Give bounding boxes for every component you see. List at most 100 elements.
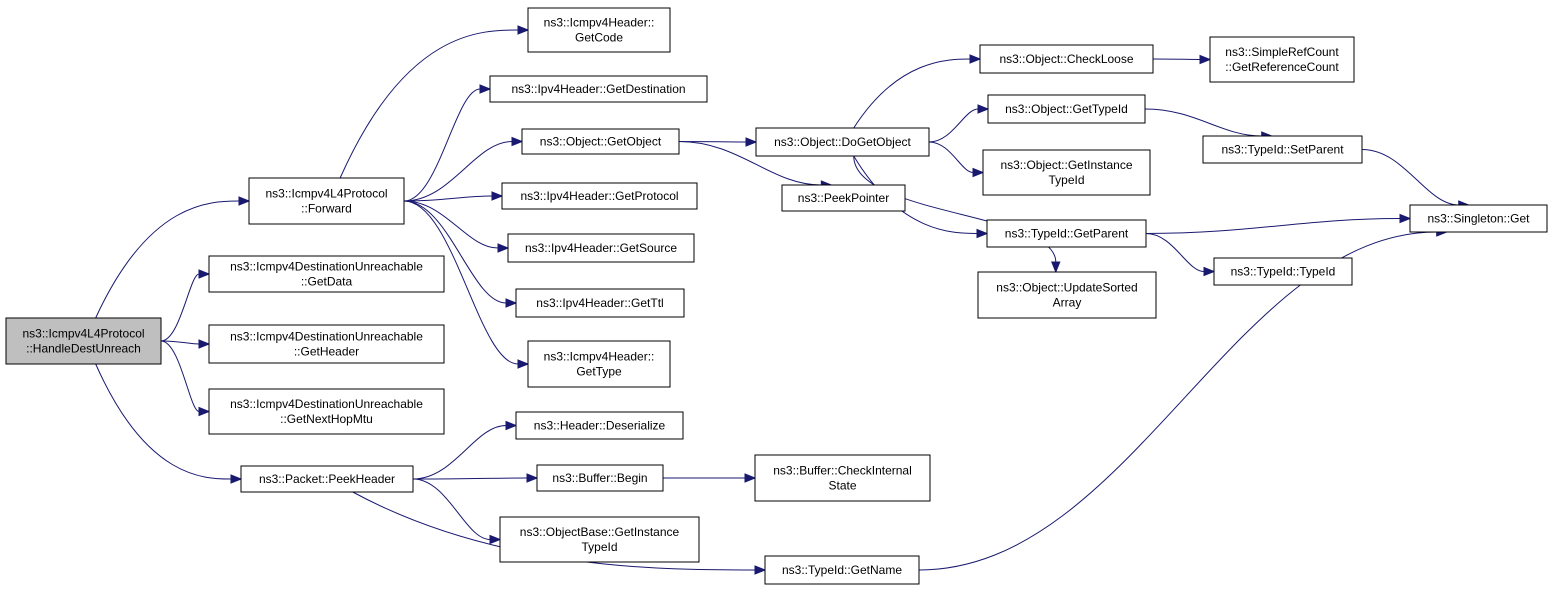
edge-objgettypeid-to-setparent	[1144, 108, 1274, 141]
node-label: ns3::PeekPointer	[798, 191, 889, 205]
node-box[interactable]	[977, 271, 1157, 319]
arrowhead-icon	[744, 473, 757, 483]
node-label: State	[828, 479, 856, 493]
edge-line	[160, 340, 200, 412]
node-gettype[interactable]: ns3::Icmpv4Header::GetType	[527, 340, 671, 388]
node-objgettypeid[interactable]: ns3::Object::GetTypeId	[987, 94, 1146, 124]
node-box[interactable]	[527, 340, 671, 388]
node-label: ::HandleDestUnreach	[26, 342, 141, 356]
node-box[interactable]	[1409, 204, 1548, 233]
edge-line	[403, 88, 481, 202]
edge-handle-to-forward	[95, 196, 251, 319]
node-box[interactable]	[754, 454, 931, 502]
node-box[interactable]	[507, 233, 695, 263]
node-label: Array	[1053, 296, 1082, 310]
edge-line	[403, 200, 507, 304]
arrowhead-icon	[489, 534, 502, 545]
node-getdata[interactable]: ns3::Icmpv4DestinationUnreachable::GetDa…	[208, 255, 445, 293]
edge-line	[412, 477, 528, 480]
arrowhead-icon	[505, 298, 518, 308]
edge-dogetobject-to-objgettypeid	[928, 104, 990, 143]
node-box[interactable]	[1209, 36, 1355, 83]
edge-line	[918, 231, 1437, 571]
node-peekpointer[interactable]: ns3::PeekPointer	[781, 184, 906, 212]
arrowhead-icon	[745, 137, 758, 147]
arrowhead-icon	[479, 84, 492, 94]
node-begin[interactable]: ns3::Buffer::Begin	[536, 464, 664, 492]
node-box[interactable]	[248, 177, 405, 225]
arrowhead-icon	[1051, 261, 1061, 274]
node-getparent[interactable]: ns3::TypeId::GetParent	[986, 219, 1147, 248]
node-box[interactable]	[521, 128, 680, 155]
node-box[interactable]	[764, 555, 920, 585]
node-setparent[interactable]: ns3::TypeId::SetParent	[1202, 135, 1363, 164]
node-getprotocol[interactable]: ns3::Ipv4Header::GetProtocol	[501, 182, 698, 210]
edge-line	[928, 108, 979, 143]
node-box[interactable]	[982, 149, 1151, 196]
node-label: ns3::Object::UpdateSorted	[996, 281, 1137, 295]
arrowhead-icon	[491, 191, 504, 201]
node-singletonget[interactable]: ns3::Singleton::Get	[1409, 204, 1548, 233]
node-box[interactable]	[499, 516, 700, 563]
edge-line	[95, 363, 232, 480]
node-label: ::GetNextHopMtu	[280, 412, 373, 426]
node-box[interactable]	[208, 324, 445, 364]
node-label: ns3::TypeId::GetParent	[1005, 227, 1129, 241]
node-checkloose[interactable]: ns3::Object::CheckLoose	[979, 44, 1154, 74]
node-typeid[interactable]: ns3::TypeId::TypeId	[1213, 257, 1353, 286]
node-label: ns3::Singleton::Get	[1427, 212, 1530, 226]
arrowhead-icon	[198, 406, 211, 417]
node-box[interactable]	[755, 127, 930, 157]
node-label: ::GetHeader	[294, 345, 359, 359]
node-box[interactable]	[501, 182, 698, 210]
node-getobject[interactable]: ns3::Object::GetObject	[521, 128, 680, 155]
node-forward[interactable]: ns3::Icmpv4L4Protocol::Forward	[248, 177, 405, 225]
node-box[interactable]	[489, 75, 708, 103]
edge-line	[95, 200, 240, 319]
edge-line	[403, 195, 493, 202]
node-getsource[interactable]: ns3::Ipv4Header::GetSource	[507, 233, 695, 263]
node-box[interactable]	[527, 7, 671, 53]
node-getheader[interactable]: ns3::Icmpv4DestinationUnreachable::GetHe…	[208, 324, 445, 364]
node-box[interactable]	[536, 464, 664, 492]
node-handle[interactable]: ns3::Icmpv4L4Protocol::HandleDestUnreach	[5, 317, 162, 365]
node-getttl[interactable]: ns3::Ipv4Header::GetTtl	[515, 288, 685, 318]
node-label: ns3::Object::GetTypeId	[1005, 102, 1128, 116]
node-box[interactable]	[240, 465, 414, 493]
arrowhead-icon	[198, 269, 211, 279]
arrowhead-icon	[1199, 54, 1212, 65]
node-getcode[interactable]: ns3::Icmpv4Header::GetCode	[527, 7, 671, 53]
node-getdest[interactable]: ns3::Ipv4Header::GetDestination	[489, 75, 708, 103]
node-label: ns3::TypeId::TypeId	[1231, 265, 1336, 279]
edge-line	[403, 200, 499, 249]
node-box[interactable]	[987, 94, 1146, 124]
node-label: ::GetReferenceCount	[1225, 60, 1339, 74]
node-box[interactable]	[515, 411, 684, 440]
node-dogetobject[interactable]: ns3::Object::DoGetObject	[755, 127, 930, 157]
node-box[interactable]	[1202, 135, 1363, 164]
node-deserialize[interactable]: ns3::Header::Deserialize	[515, 411, 684, 440]
node-box[interactable]	[781, 184, 906, 212]
node-box[interactable]	[979, 44, 1154, 74]
node-label: ns3::Icmpv4Header::	[544, 350, 655, 364]
node-box[interactable]	[5, 317, 162, 365]
node-box[interactable]	[1213, 257, 1353, 286]
node-box[interactable]	[986, 219, 1147, 248]
node-box[interactable]	[208, 255, 445, 293]
node-peekheader[interactable]: ns3::Packet::PeekHeader	[240, 465, 414, 493]
edge-forward-to-getobject	[403, 136, 524, 202]
node-getname[interactable]: ns3::TypeId::GetName	[764, 555, 920, 585]
edge-dogetobject-to-getparent	[853, 155, 989, 239]
node-getnexthop[interactable]: ns3::Icmpv4DestinationUnreachable::GetNe…	[208, 388, 445, 435]
node-box[interactable]	[208, 388, 445, 435]
edge-checkloose-to-getrefcount	[1152, 54, 1212, 65]
node-box[interactable]	[515, 288, 685, 318]
edge-handle-to-peekheader	[95, 363, 243, 484]
edge-line	[928, 141, 974, 173]
node-label: ns3::Packet::PeekHeader	[259, 472, 395, 486]
node-getrefcount[interactable]: ns3::SimpleRefCount::GetReferenceCount	[1209, 36, 1355, 83]
